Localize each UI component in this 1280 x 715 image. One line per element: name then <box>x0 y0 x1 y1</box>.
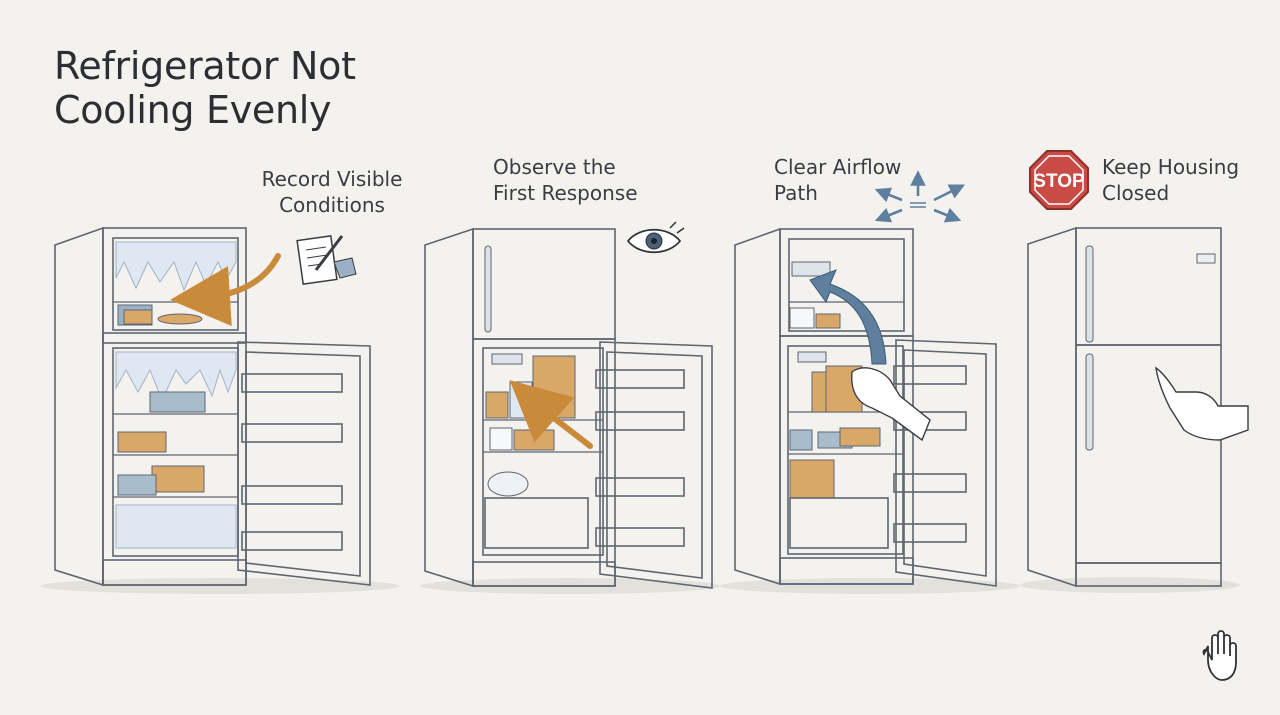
hand-stop-icon <box>1202 630 1237 681</box>
step-4-label: Keep Housing Closed <box>1102 155 1240 205</box>
step-3-label: Clear Airflow Path <box>774 155 902 205</box>
step-3-airflow-arrow <box>809 269 887 365</box>
step-1-arrow <box>170 253 281 327</box>
frost-top <box>115 241 237 292</box>
step-2-label: Observe the First Response <box>493 155 638 205</box>
airflow-arrows-icon <box>874 170 965 223</box>
stop-sign-text: STOP <box>1033 171 1085 192</box>
step-3-hand <box>851 367 931 442</box>
eye-icon <box>626 221 685 254</box>
step-2-fridge <box>420 227 720 594</box>
step-1-label: Record Visible Conditions <box>261 167 403 217</box>
step-4-fridge <box>1020 226 1249 593</box>
notepad-pencil-icon <box>296 235 357 285</box>
step-1-fridge <box>40 226 400 594</box>
stop-sign-icon: STOP <box>1029 150 1089 210</box>
step-4-hand <box>1155 366 1249 441</box>
step-3-fridge <box>720 227 1020 594</box>
step-2-arrow <box>509 380 593 449</box>
page-title: Refrigerator Not Cooling Evenly <box>54 44 356 132</box>
